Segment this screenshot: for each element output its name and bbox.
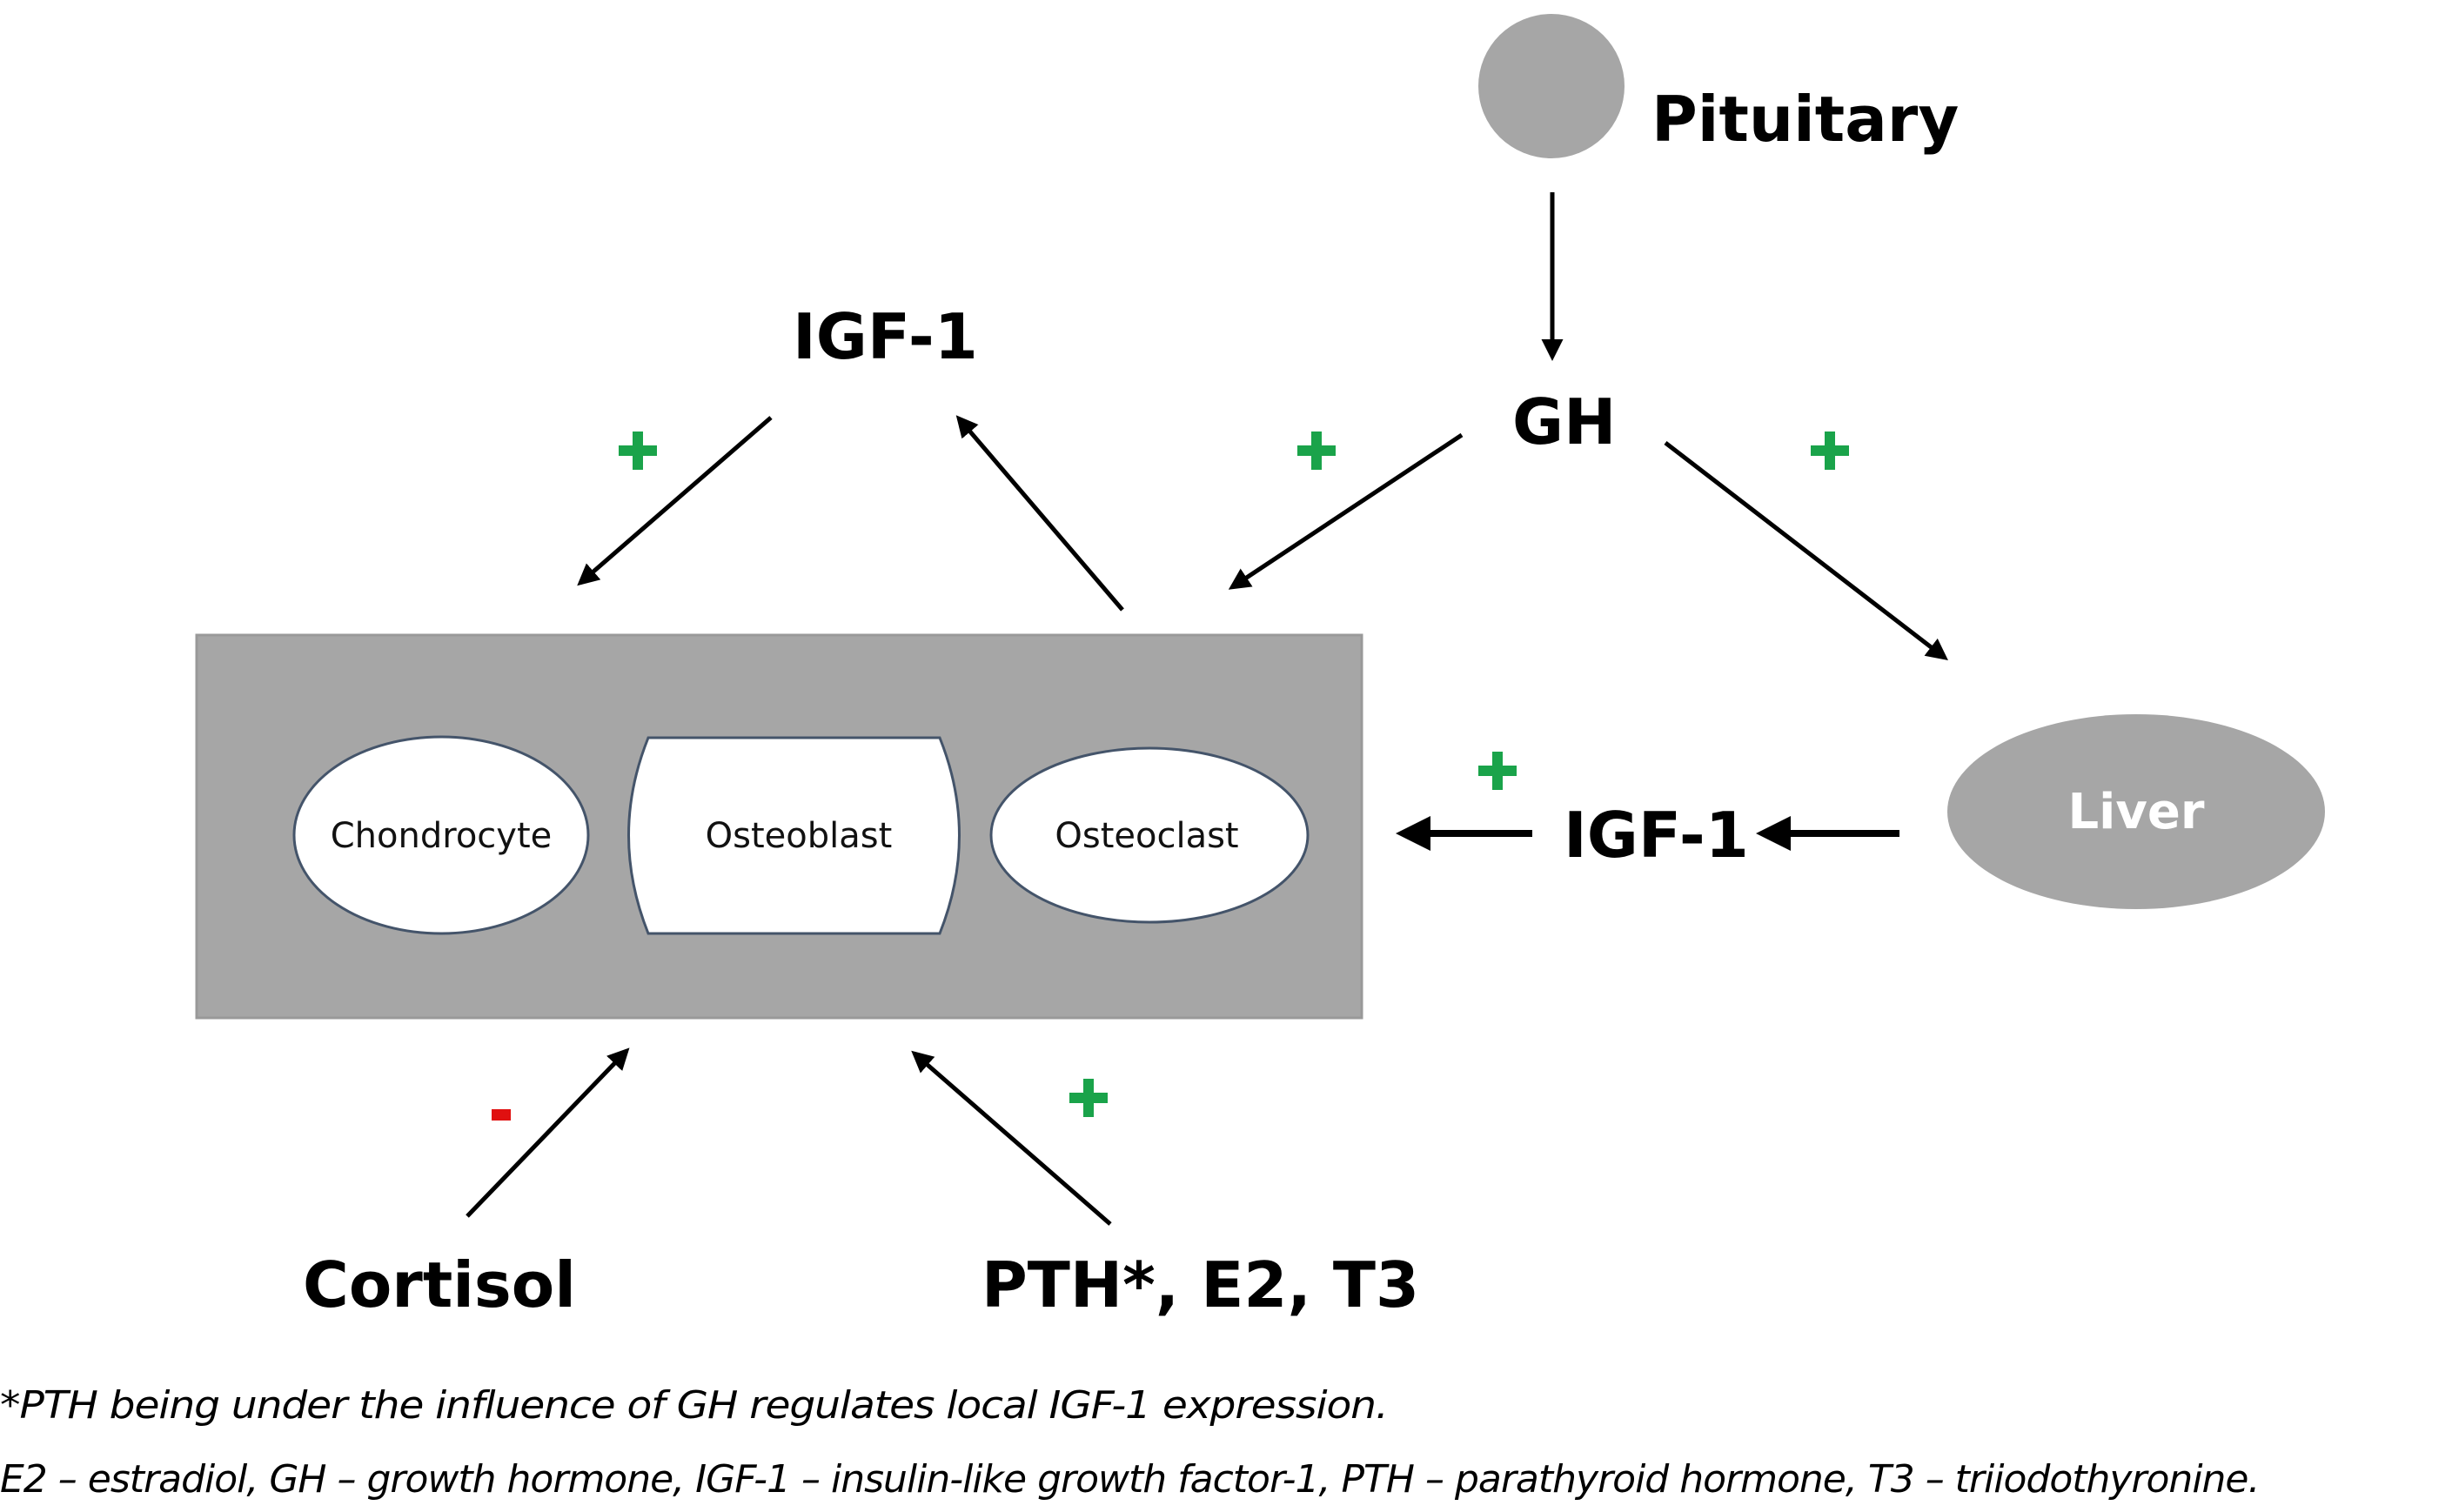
plus-sign-igf1-circulating <box>1478 752 1517 790</box>
liver-label: Liver <box>2068 784 2205 840</box>
plus-sign-gh-bone <box>1297 432 1336 470</box>
footnote-pth: *PTH being under the influence of GH reg… <box>0 1383 1389 1428</box>
cortisol-label: Cortisol <box>303 1248 576 1321</box>
osteoclast-label: Osteoclast <box>1055 816 1238 856</box>
liver-node <box>1947 714 2325 909</box>
minus-sign-cortisol <box>492 1109 511 1121</box>
plus-sign-pth <box>1069 1079 1108 1117</box>
plus-sign-gh-liver <box>1811 432 1849 470</box>
arrow-bone-to-igf1 <box>955 415 1124 612</box>
osteoblast-cell <box>627 736 961 935</box>
plus-sign-igf1-local <box>619 432 657 470</box>
pth-e2-t3-label: PTH*, E2, T3 <box>981 1248 1419 1321</box>
arrow-igf1-to-bone <box>577 416 773 586</box>
igf1-circulating-label: IGF-1 <box>1564 799 1749 872</box>
chondrocyte-label: Chondrocyte <box>331 816 553 856</box>
arrow-gh-to-liver <box>1664 441 1948 661</box>
osteoclast-cell <box>989 746 1310 924</box>
chondrocyte-cell <box>292 735 590 935</box>
osteoblast-label: Osteoblast <box>706 816 893 856</box>
footnote-abbreviations: E2 – estradiol, GH – growth hormone, IGF… <box>0 1457 2260 1502</box>
arrow-pth-to-bone <box>911 1050 1112 1226</box>
gh-label: GH <box>1512 385 1616 458</box>
pituitary-label: Pituitary <box>1651 83 1959 156</box>
arrow-gh-to-bone <box>1228 432 1464 590</box>
pituitary-node <box>1478 14 1625 158</box>
igf1-local-label: IGF-1 <box>793 300 978 373</box>
arrow-cortisol-to-bone <box>466 1047 630 1218</box>
